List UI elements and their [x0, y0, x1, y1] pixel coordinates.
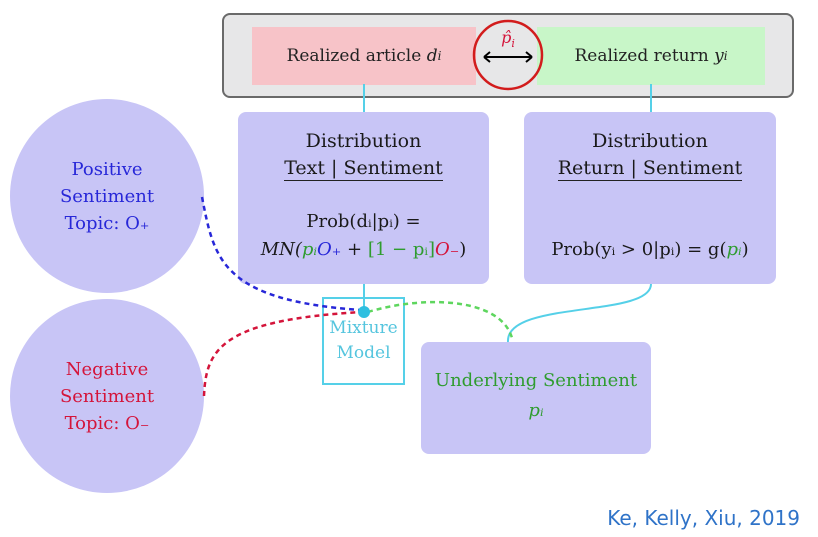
return-dist-subtitle: Return | Sentiment	[557, 157, 743, 181]
mixture-model-box: Mixture Model	[322, 297, 405, 385]
phat-label: p̂i	[492, 28, 524, 50]
formula-close: )	[459, 239, 467, 260]
realized-article-label: Realized article	[286, 46, 422, 66]
text-dist-subtitle: Text | Sentiment	[284, 157, 443, 181]
mixture-junction-dot	[358, 306, 370, 318]
article-subscript: i	[437, 49, 442, 63]
sentiment-dashed-link	[367, 300, 514, 339]
return-formula-prefix: Prob(yᵢ > 0|pᵢ) = g(	[551, 239, 727, 260]
formula-bracket: [1 − pᵢ]	[367, 239, 436, 260]
return-to-sentiment-connector	[506, 283, 652, 343]
return-variable: y	[714, 46, 724, 66]
return-dist-formula: Prob(yᵢ > 0|pᵢ) = g(pᵢ)	[524, 239, 776, 261]
mixture-line2: Model	[336, 343, 391, 363]
positive-topic-dashed-link	[200, 196, 361, 312]
text-dist-formula-line1: Prob(dᵢ|pᵢ) =	[306, 211, 421, 232]
return-subscript: i	[723, 49, 728, 63]
positive-line2: Sentiment	[59, 185, 155, 207]
return-formula-pi: pᵢ	[726, 239, 742, 260]
phat-highlight-circle	[472, 19, 544, 91]
underlying-variable: pᵢ	[528, 400, 544, 421]
citation-text: Ke, Kelly, Xiu, 2019	[607, 506, 800, 530]
negative-line3: Topic: O₋	[64, 412, 150, 434]
mixture-line1: Mixture	[329, 318, 398, 338]
formula-oplus: O₊	[317, 239, 342, 260]
negative-line1: Negative	[65, 358, 149, 380]
formula-pi: pᵢ	[301, 239, 318, 260]
return-formula-close: )	[741, 239, 749, 260]
return-distribution-card: Distribution Return | Sentiment Prob(yᵢ …	[524, 112, 776, 284]
arrow-right-head-icon	[525, 51, 533, 63]
article-variable: d	[426, 46, 438, 66]
arrow-left-head-icon	[483, 51, 491, 63]
phat-variable: p̂	[501, 28, 512, 47]
positive-line1: Positive	[71, 158, 143, 180]
underlying-label: Underlying Sentiment	[434, 370, 638, 391]
formula-mn-prefix: MN(	[260, 239, 302, 260]
formula-plus: +	[341, 239, 368, 260]
positive-topic-circle: Positive Sentiment Topic: O₊	[10, 99, 204, 293]
realized-return-label: Realized return	[574, 46, 709, 66]
negative-topic-dashed-link	[202, 310, 363, 397]
phat-subscript: i	[511, 37, 515, 51]
underlying-sentiment-card: Underlying Sentiment pᵢ	[421, 342, 651, 454]
negative-line2: Sentiment	[59, 385, 155, 407]
text-distribution-card: Distribution Text | Sentiment Prob(dᵢ|pᵢ…	[238, 112, 489, 284]
positive-line3: Topic: O₊	[64, 212, 150, 234]
formula-ominus: O₋	[435, 239, 460, 260]
return-dist-title: Distribution	[592, 130, 708, 152]
text-dist-formula-line2: MN(pᵢO₊ + [1 − pᵢ]O₋)	[238, 239, 489, 261]
negative-topic-circle: Negative Sentiment Topic: O₋	[10, 299, 204, 493]
text-dist-title: Distribution	[305, 130, 422, 152]
